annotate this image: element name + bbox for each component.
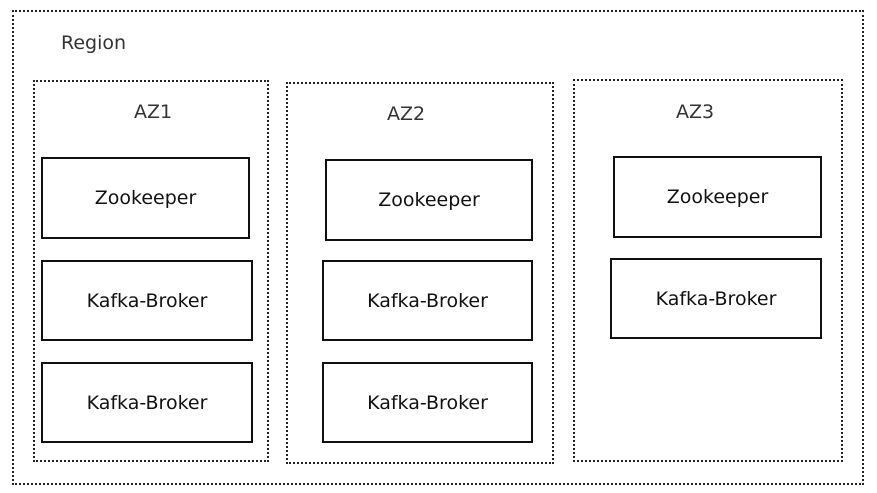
az3-kafka-broker-node: Kafka-Broker bbox=[610, 258, 822, 339]
az2-zookeeper-node: Zookeeper bbox=[325, 159, 533, 241]
az3-zookeeper-node: Zookeeper bbox=[613, 156, 822, 238]
az1-kafka-broker-node-1: Kafka-Broker bbox=[41, 260, 253, 341]
az2-label: AZ2 bbox=[387, 103, 426, 125]
az1-label: AZ1 bbox=[134, 101, 173, 123]
az2-kafka-broker-node-1: Kafka-Broker bbox=[322, 260, 533, 341]
az1-kafka-broker-node-2: Kafka-Broker bbox=[41, 362, 253, 443]
az3-boundary bbox=[573, 79, 843, 462]
az1-boundary bbox=[33, 80, 269, 462]
region-boundary bbox=[12, 10, 864, 485]
region-label: Region bbox=[61, 32, 127, 54]
az2-kafka-broker-node-2: Kafka-Broker bbox=[322, 362, 533, 443]
az3-label: AZ3 bbox=[676, 101, 715, 123]
az1-zookeeper-node: Zookeeper bbox=[41, 157, 250, 239]
az2-boundary bbox=[286, 82, 554, 464]
